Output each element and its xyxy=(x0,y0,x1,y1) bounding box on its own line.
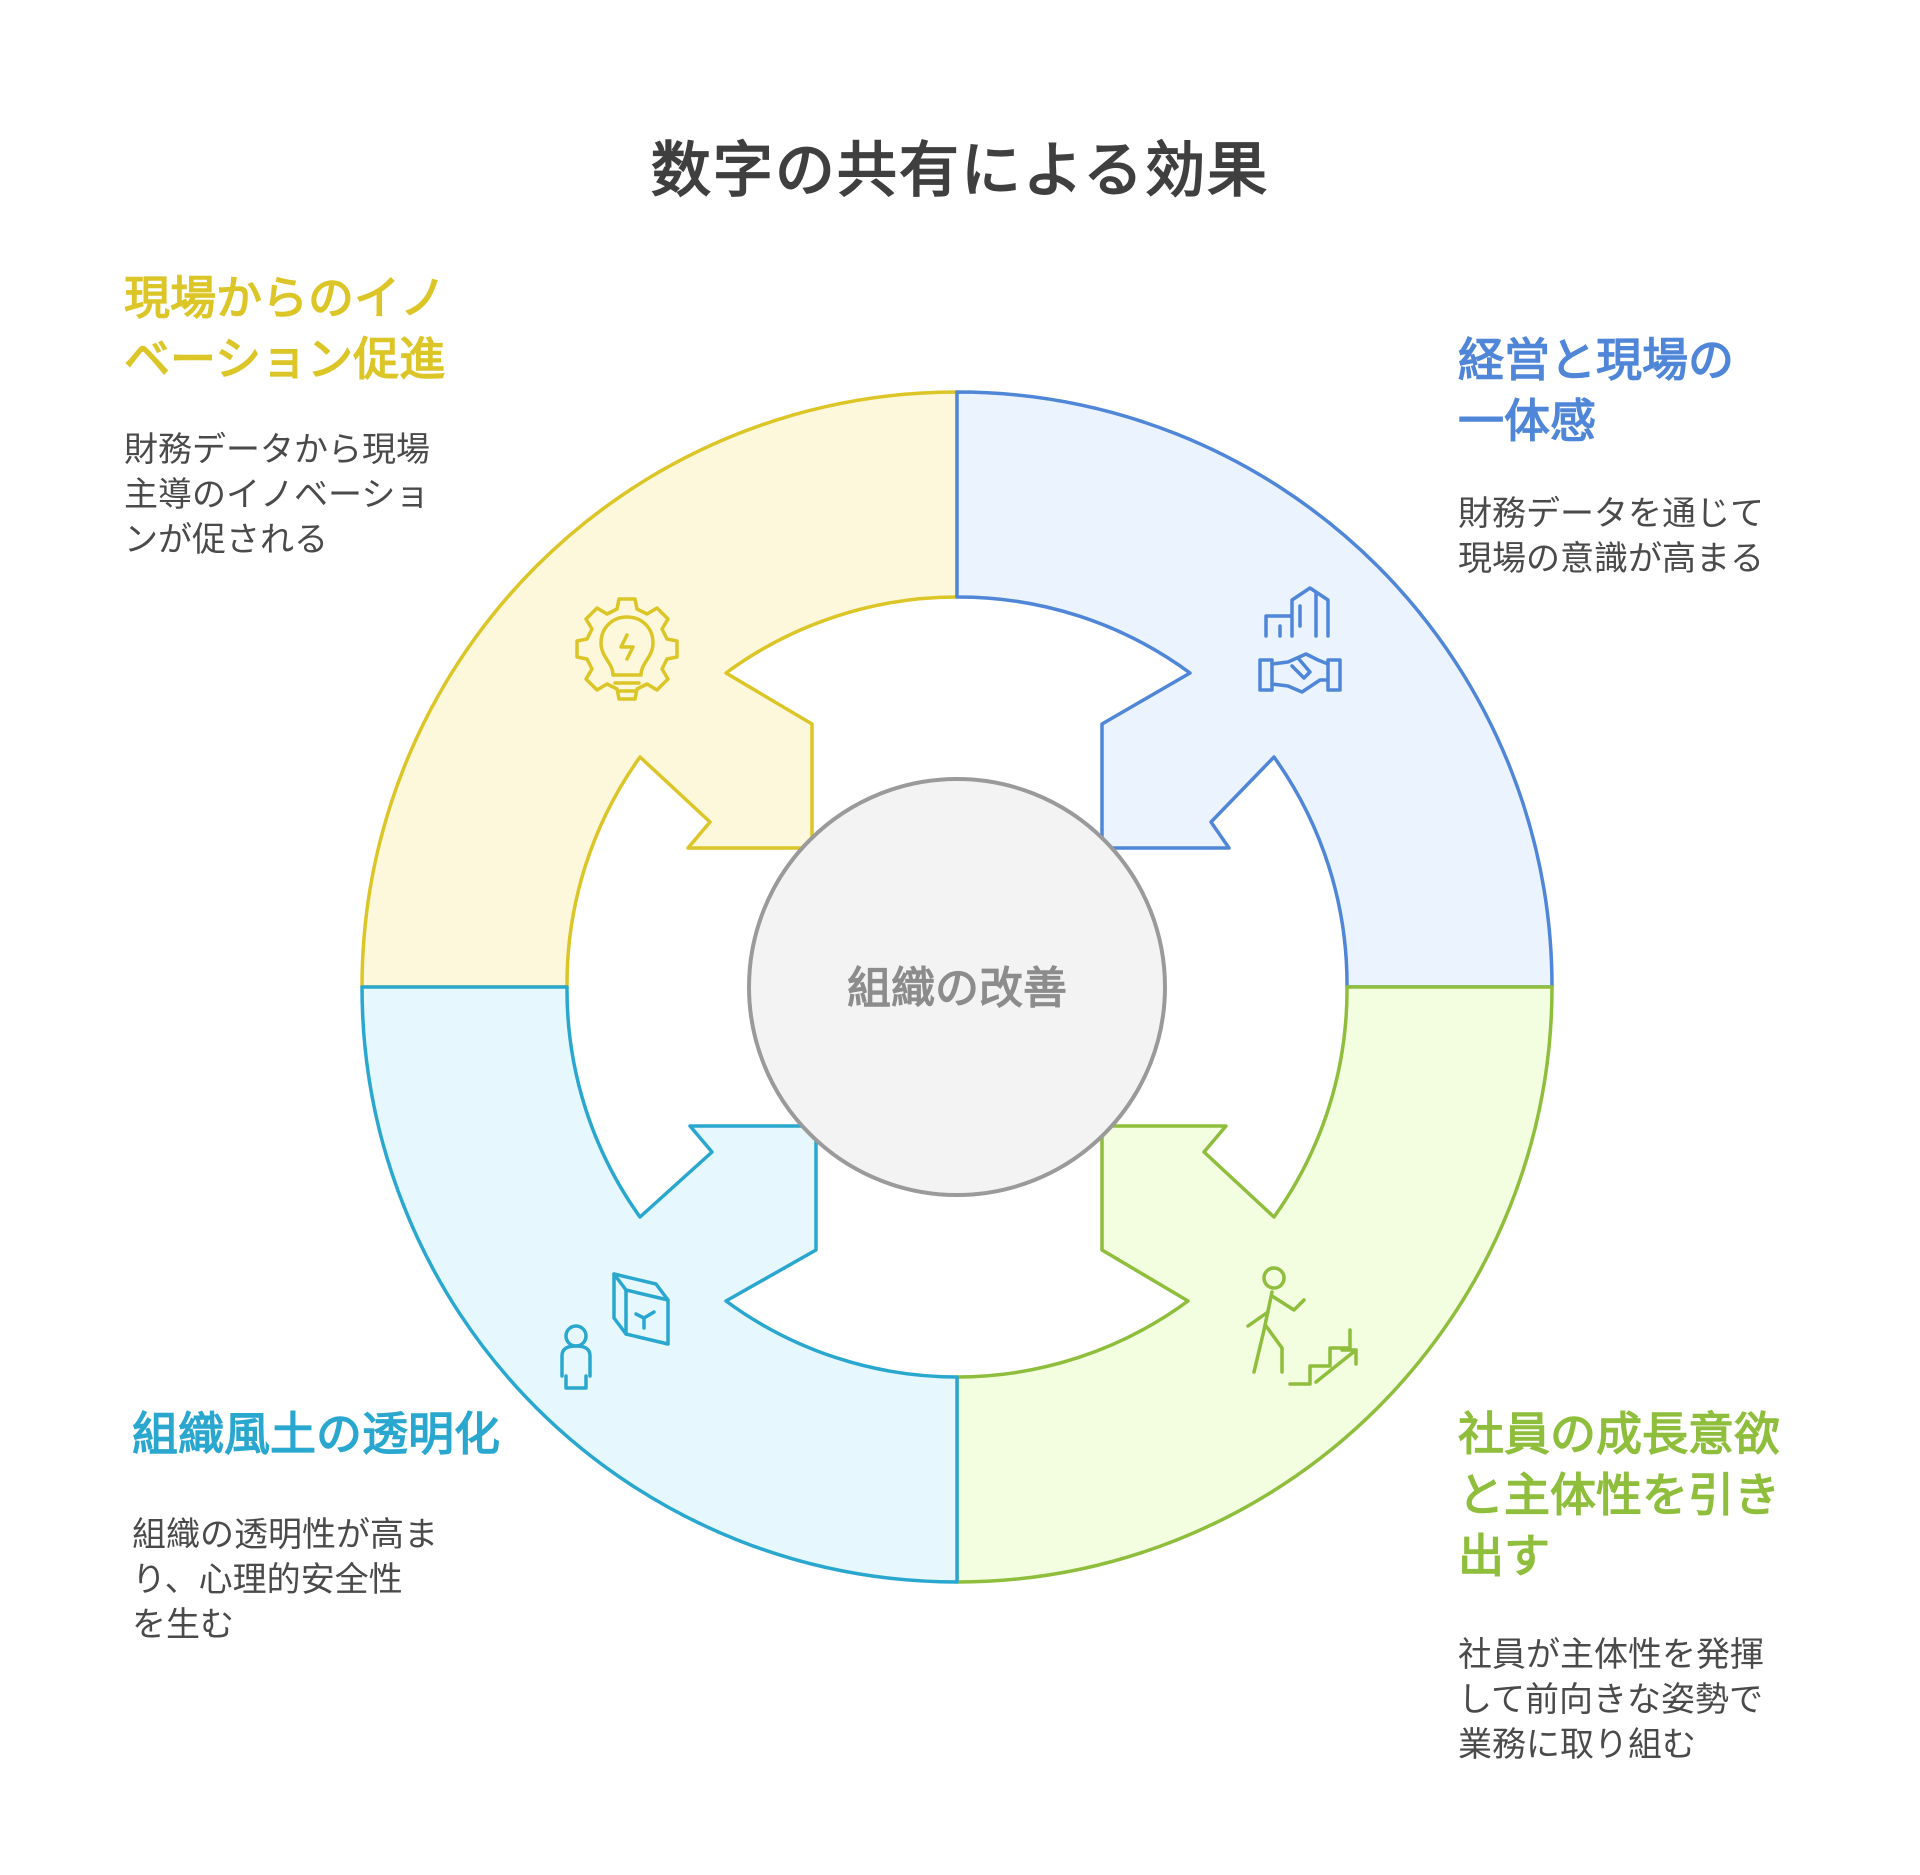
segment-top-right-description: 財務データを通じて 現場の意識が高まる xyxy=(1458,494,1764,579)
lightbulb-gear-icon xyxy=(575,597,679,701)
segment-top-right-text: 経営と現場の 一体感 財務データを通じて 現場の意識が高まる xyxy=(1458,330,1838,582)
segment-bottom-right xyxy=(955,985,1554,1584)
person-glass-box-icon xyxy=(560,1272,670,1390)
segment-bottom-left-text: 組織風土の透明化 組織の透明性が高ま り、心理的安全性 を生む xyxy=(132,1404,552,1648)
person-climbing-stairs-icon xyxy=(1246,1266,1358,1386)
segment-bottom-left-heading: 組織風土の透明化 xyxy=(132,1407,500,1461)
center-label: 組織の改善 xyxy=(847,963,1067,1014)
segment-bottom-right-text: 社員の成長意欲 と主体性を引き 出す 社員が主体性を発揮 して前向きな姿勢で 業… xyxy=(1458,1404,1848,1768)
segment-bottom-left xyxy=(360,985,959,1584)
diagram-title: 数字の共有による効果 xyxy=(650,136,1270,206)
center-circle xyxy=(747,777,1167,1197)
segment-top-left-text: 現場からのイノ ベーション促進 財務データから現場 主導のイノベーショ ンが促さ… xyxy=(124,268,504,563)
segment-top-right xyxy=(955,390,1554,989)
handshake-building-icon xyxy=(1258,586,1342,694)
segment-top-right-heading: 経営と現場の 一体感 xyxy=(1458,333,1734,448)
segment-top-left-heading: 現場からのイノ ベーション促進 xyxy=(124,271,446,386)
segment-bottom-right-description: 社員が主体性を発揮 して前向きな姿勢で 業務に取り組む xyxy=(1458,1635,1764,1765)
segment-bottom-left-description: 組織の透明性が高ま り、心理的安全性 を生む xyxy=(132,1515,438,1645)
segment-bottom-right-heading: 社員の成長意欲 と主体性を引き 出す xyxy=(1458,1407,1780,1583)
segment-top-left-description: 財務データから現場 主導のイノベーショ ンが促される xyxy=(124,430,430,560)
